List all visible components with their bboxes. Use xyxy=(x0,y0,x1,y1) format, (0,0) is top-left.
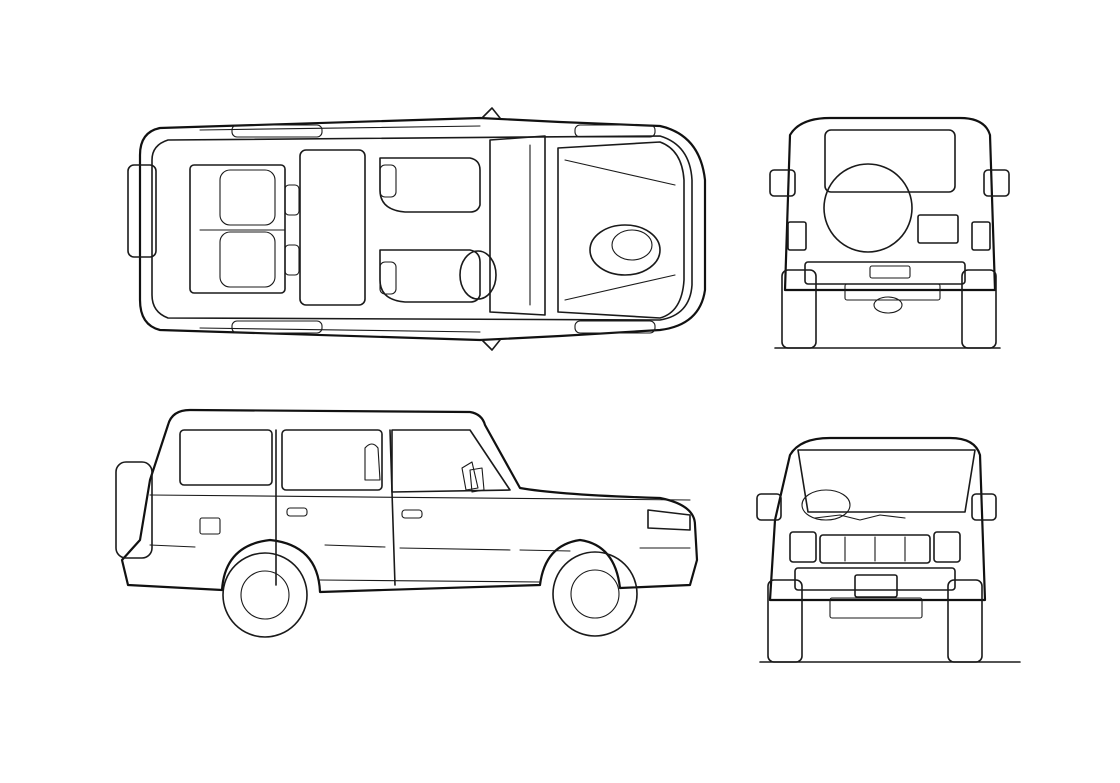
side-moulding-3 xyxy=(519,549,571,552)
rear-wheel-right xyxy=(961,269,997,349)
top-seat-bolster-2 xyxy=(379,261,397,295)
side-moulding-1 xyxy=(324,544,386,548)
side-headrest-front xyxy=(461,461,479,491)
top-body-inner xyxy=(151,135,693,321)
top-wheel-rl xyxy=(231,124,323,138)
side-moulding-2 xyxy=(399,547,511,551)
front-mirror-left xyxy=(756,493,782,521)
rear-spare-tire xyxy=(823,163,913,253)
top-middle-bench xyxy=(299,149,366,306)
top-hood xyxy=(557,141,685,319)
rear-plate-lower xyxy=(869,265,911,279)
side-body-outline xyxy=(120,408,699,594)
top-cargo-floor xyxy=(189,164,286,294)
side-wheel-front-rim xyxy=(570,569,620,619)
rear-body-outline xyxy=(783,116,997,292)
front-bumper xyxy=(794,567,956,591)
top-wheel-fl xyxy=(574,124,656,138)
top-view xyxy=(127,107,707,351)
top-bench-pad-2 xyxy=(284,244,300,276)
side-belt-line xyxy=(149,494,691,501)
front-windshield xyxy=(797,449,976,513)
top-engine-cover xyxy=(589,224,661,276)
side-sill xyxy=(319,579,541,583)
side-wheel-rear-rim xyxy=(240,570,290,620)
front-headlight-left xyxy=(789,531,817,563)
top-seat-bolster-1 xyxy=(379,164,397,198)
top-mirror-left xyxy=(481,107,501,119)
top-rear-seat-left xyxy=(219,169,276,226)
top-windshield xyxy=(489,135,546,316)
front-wheel-right xyxy=(947,579,983,663)
side-fuel-door xyxy=(199,517,221,535)
side-window-middle xyxy=(281,429,383,491)
side-handle-2 xyxy=(401,509,423,519)
rear-bumper xyxy=(804,261,966,285)
rear-mirror-right xyxy=(983,169,1010,197)
side-spare-tire xyxy=(115,461,153,559)
rear-license-plate xyxy=(917,214,959,244)
side-mirror xyxy=(469,467,485,493)
front-steering-wheel xyxy=(801,489,851,521)
rear-taillight-right xyxy=(971,221,991,251)
top-mirror-right xyxy=(481,339,501,351)
rear-wheel-left xyxy=(781,269,817,349)
front-skid-plate xyxy=(829,597,923,619)
top-engine-cap xyxy=(611,229,653,261)
top-wheel-rr xyxy=(231,320,323,334)
rear-mirror-left xyxy=(769,169,796,197)
top-spare-tire xyxy=(127,164,157,258)
side-headrest-rear xyxy=(364,443,381,481)
top-bench-pad-1 xyxy=(284,184,300,216)
front-wheel-left xyxy=(767,579,803,663)
front-mirror-right xyxy=(971,493,997,521)
rear-taillight-left xyxy=(787,221,807,251)
rear-window xyxy=(824,129,956,193)
side-view xyxy=(115,408,699,638)
top-wheel-fr xyxy=(574,320,656,334)
side-wheel-front xyxy=(552,551,638,637)
front-hood-vents xyxy=(814,514,906,521)
top-roof-rail-1 xyxy=(199,125,481,131)
side-window-rear xyxy=(179,429,273,486)
front-headlight-right xyxy=(933,531,961,563)
front-view xyxy=(756,436,1021,663)
side-moulding-4 xyxy=(149,544,196,548)
side-headlight xyxy=(647,509,691,531)
top-body-outline xyxy=(138,116,707,342)
top-steering-wheel xyxy=(459,250,497,300)
rear-view xyxy=(769,116,1010,349)
front-grille xyxy=(819,534,931,564)
top-hood-crease-2 xyxy=(564,274,676,301)
top-roof-rail-2 xyxy=(199,327,481,333)
side-wheel-rear xyxy=(222,552,308,638)
rear-bumper-step xyxy=(844,283,941,301)
top-front-seat-left xyxy=(379,157,481,213)
side-door-line-2 xyxy=(389,429,396,586)
top-rear-seat-right xyxy=(219,231,276,288)
front-license-plate xyxy=(854,574,898,598)
front-body-outline xyxy=(768,436,987,602)
top-hood-crease-1 xyxy=(564,159,676,186)
side-handle-1 xyxy=(286,507,308,517)
rear-diff xyxy=(873,296,903,314)
